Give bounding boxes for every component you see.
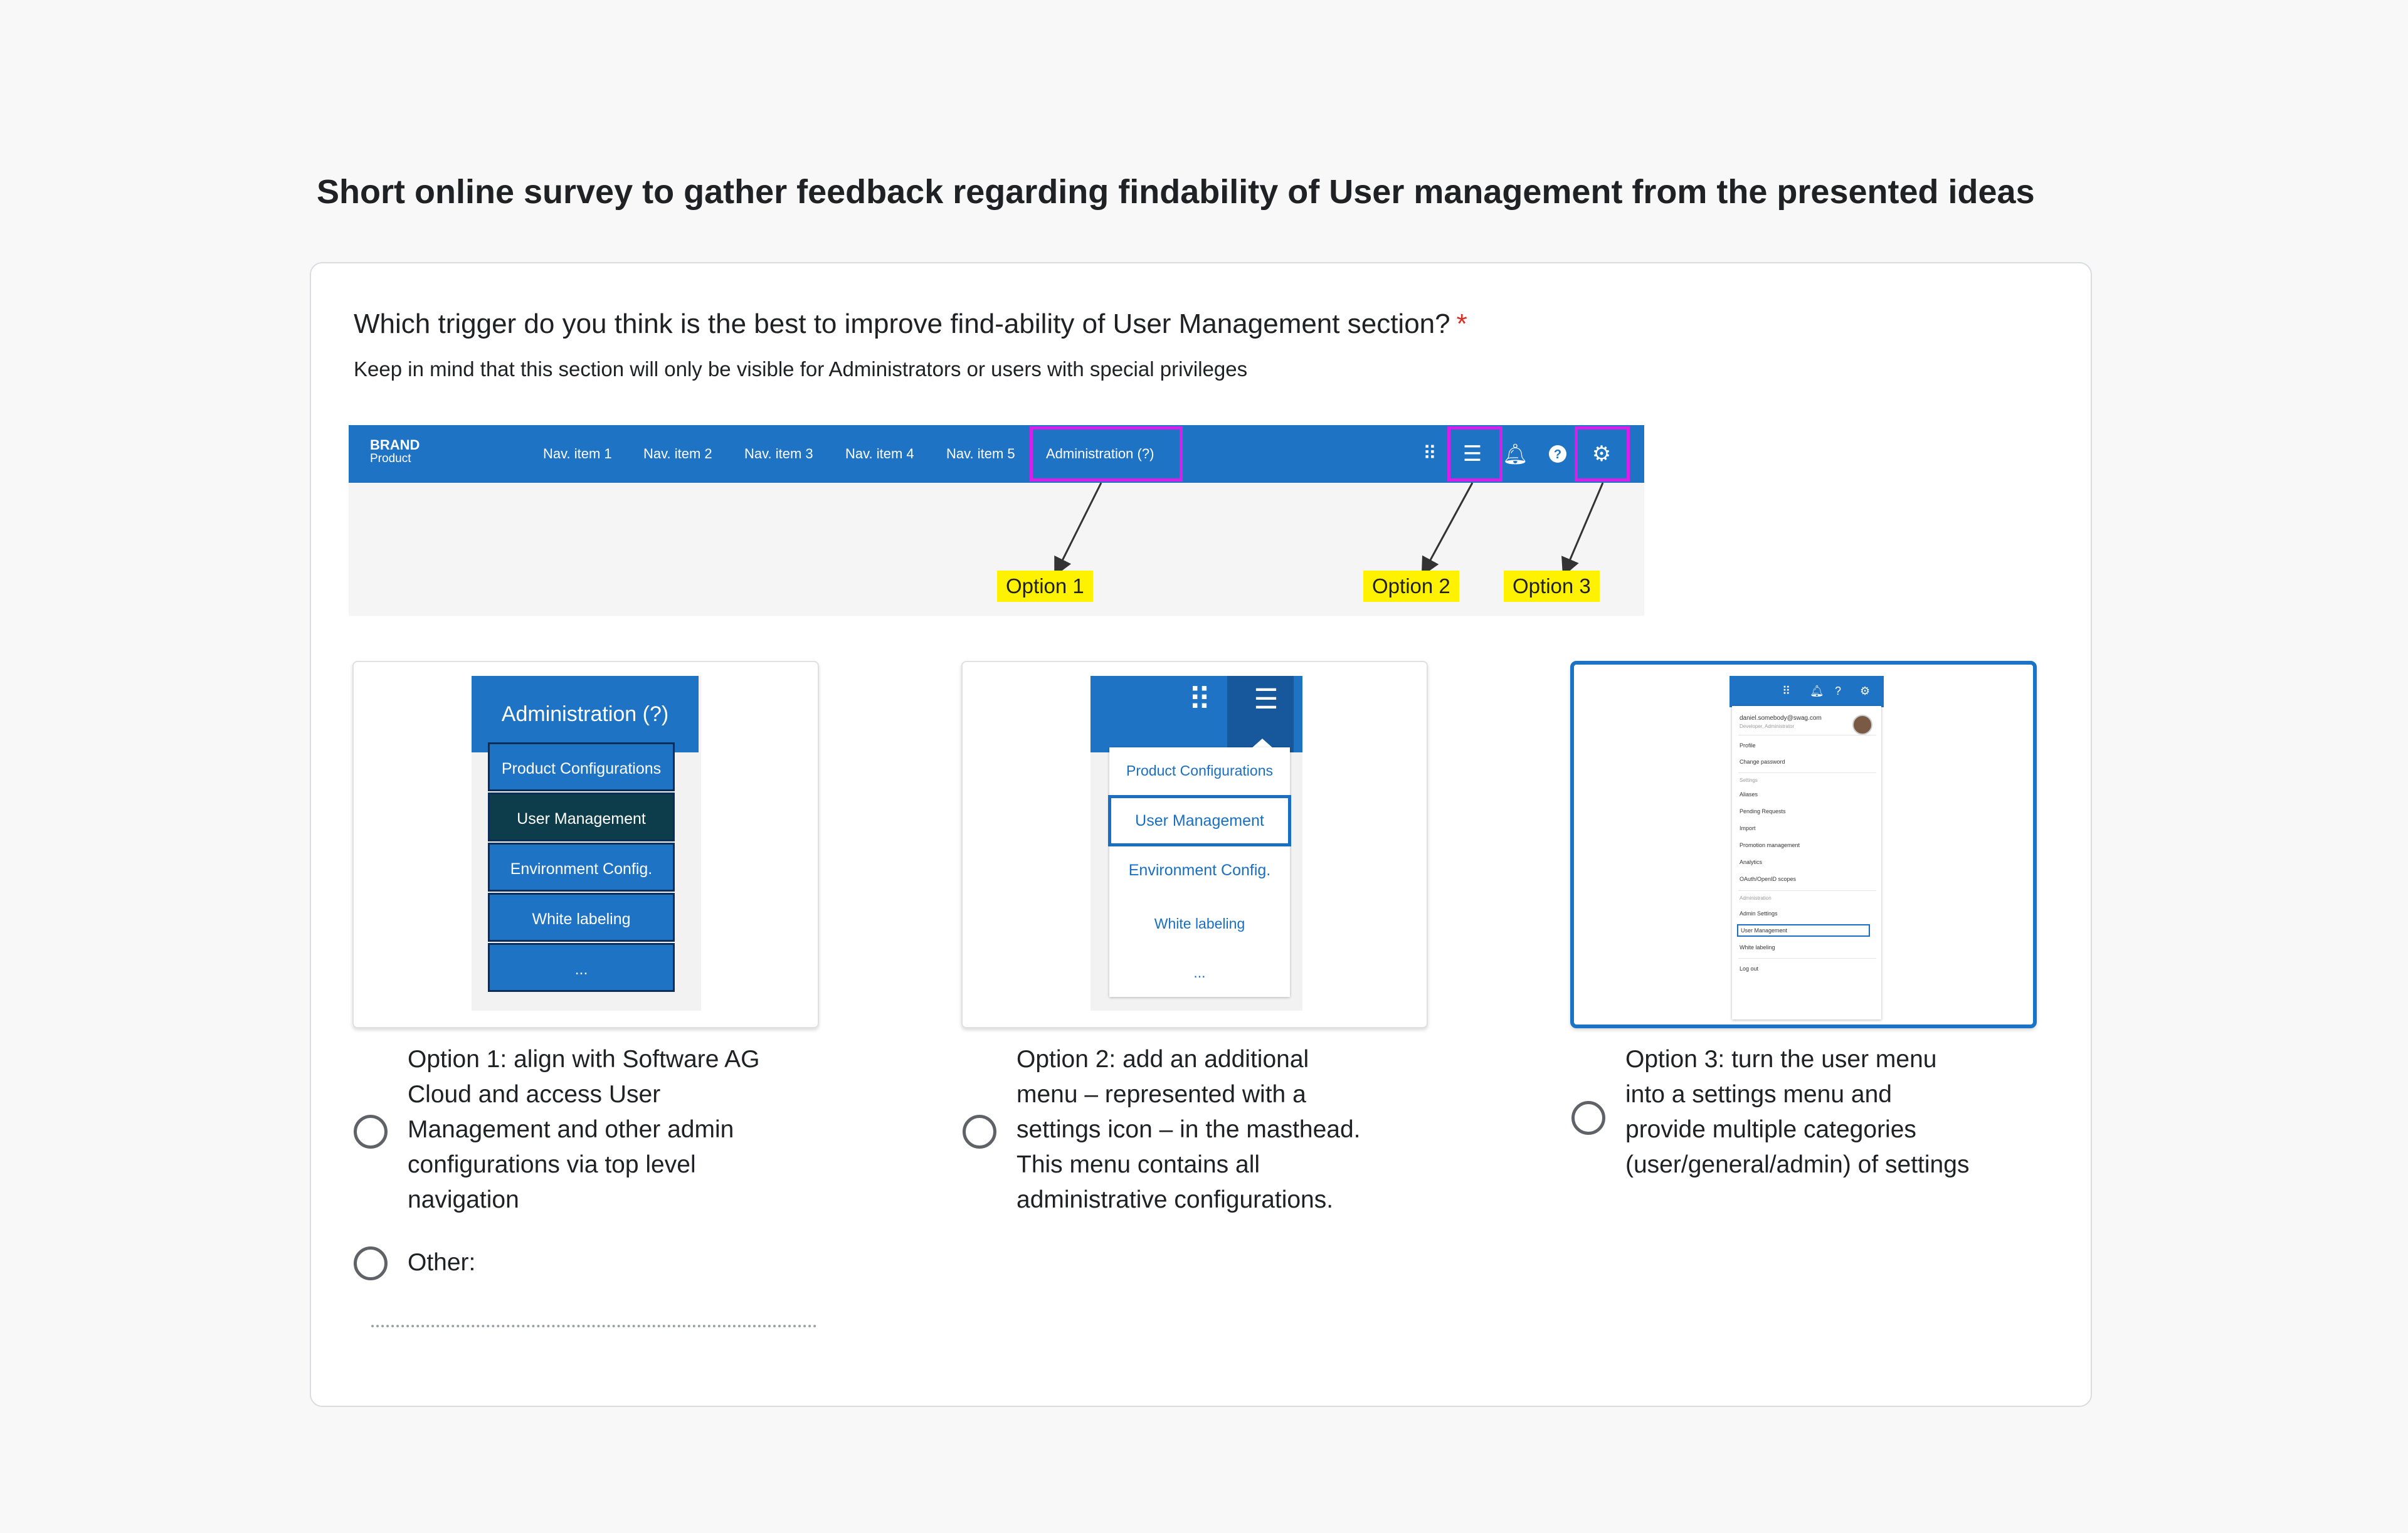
settings-sliders-icon: ☰ (1254, 684, 1279, 715)
section-caption-administration: Administration (1740, 895, 1772, 901)
menu-item-change-password: Change password (1740, 759, 1785, 765)
menu-item-aliases: Aliases (1740, 791, 1758, 798)
menu-item-environment-config: Environment Config. (1128, 861, 1271, 879)
menu-item-more: ... (488, 943, 675, 992)
other-text-input[interactable] (371, 1325, 816, 1327)
menu-item-user-management: User Management (1108, 795, 1291, 846)
callout-option-1: Option 1 (997, 571, 1093, 602)
menu-item-environment-config: Environment Config. (488, 843, 675, 892)
menu-item-pending-requests: Pending Requests (1740, 808, 1786, 814)
gear-icon: ⚙ (1860, 685, 1871, 697)
settings-dropdown (1109, 747, 1290, 997)
radio-option-1[interactable] (354, 1115, 388, 1149)
menu-item-log-out: Log out (1740, 966, 1759, 972)
apps-grid-icon: ⠿ (1188, 682, 1212, 717)
option-1-image[interactable]: Administration (?) Product Configuration… (352, 661, 819, 1028)
nav-item-3: Nav. item 3 (744, 446, 813, 461)
menu-item-admin-settings: Admin Settings (1740, 910, 1778, 917)
callout-option-2: Option 2 (1363, 571, 1459, 602)
question-description: Keep in mind that this section will only… (354, 357, 1248, 381)
menu-item-more: ... (1193, 964, 1206, 981)
radio-option-2[interactable] (963, 1115, 996, 1149)
menu-item-profile: Profile (1740, 742, 1756, 749)
masthead-preview: ⠿ 🔔︎ ? ⚙ (1729, 676, 1884, 707)
gear-icon: ⚙ (1592, 442, 1612, 466)
nav-item-2: Nav. item 2 (643, 446, 712, 461)
highlight-option-3 (1575, 426, 1630, 482)
question-text: Which trigger do you think is the best t… (354, 308, 1450, 339)
settings-sliders-icon: ☰ (1462, 442, 1482, 466)
menu-item-analytics: Analytics (1740, 859, 1763, 865)
divider (1738, 890, 1876, 891)
help-icon: ? (1835, 685, 1842, 697)
menu-item-user-management: User Management (488, 793, 675, 841)
avatar (1852, 715, 1872, 735)
bell-icon: 🔔︎ (1810, 685, 1824, 697)
question-title: Which trigger do you think is the best t… (354, 308, 1467, 340)
question-card: Which trigger do you think is the best t… (310, 262, 2092, 1407)
user-role: Developer, Administrator (1740, 724, 1795, 729)
menu-item-white-labeling: White labeling (1740, 944, 1775, 951)
option-1-label[interactable]: Option 1: align with Software AG Cloud a… (408, 1046, 760, 1213)
nav-item-1: Nav. item 1 (543, 446, 612, 461)
menu-item-product-configurations: Product Configurations (1126, 762, 1273, 779)
required-mark: * (1456, 308, 1467, 339)
option-3-label[interactable]: Option 3: turn the user menu into a sett… (1625, 1046, 1970, 1178)
callout-option-3: Option 3 (1504, 571, 1600, 602)
option-3-image[interactable]: ⠿ 🔔︎ ? ⚙ daniel.somebody@swag.com Develo… (1570, 661, 2037, 1028)
divider (1738, 958, 1876, 959)
radio-other[interactable] (354, 1246, 388, 1280)
apps-grid-icon: ⠿ (1423, 443, 1437, 464)
menu-item-import: Import (1740, 825, 1756, 831)
section-caption-settings: Settings (1740, 777, 1758, 783)
highlight-option-2 (1447, 426, 1502, 482)
menu-item-promotion-management: Promotion management (1740, 842, 1800, 848)
other-label[interactable]: Other: (408, 1249, 476, 1276)
highlight-option-1 (1030, 426, 1183, 482)
menu-item-product-configurations: Product Configurations (488, 742, 675, 791)
administration-menu-header: Administration (?) (472, 676, 699, 752)
nav-item-administration: Administration (?) (1046, 446, 1154, 461)
help-icon: ? (1545, 441, 1570, 466)
user-settings-menu (1732, 706, 1881, 1019)
menu-item-white-labeling: White labeling (1154, 915, 1245, 932)
menu-item-user-management: User Management (1737, 924, 1870, 937)
divider (1738, 772, 1876, 773)
apps-grid-icon: ⠿ (1782, 685, 1791, 697)
option-2-image[interactable]: ⠿ ☰ Product Configurations User Manageme… (961, 661, 1428, 1028)
nav-item-5: Nav. item 5 (946, 446, 1015, 461)
svg-text:?: ? (1554, 448, 1561, 461)
page-title: Short online survey to gather feedback r… (317, 173, 2035, 211)
nav-item-4: Nav. item 4 (845, 446, 914, 461)
bell-icon: 🔔︎ (1502, 443, 1528, 465)
user-email: daniel.somebody@swag.com (1740, 715, 1822, 722)
brand-product: Product (370, 452, 411, 465)
menu-caret (1251, 739, 1274, 749)
brand-logo: BRAND Product (370, 438, 420, 465)
brand-name: BRAND (370, 437, 420, 453)
callout-arrows (1054, 482, 1604, 577)
masthead-illustration: BRAND Product Nav. item 1 Nav. item 2 Na… (349, 425, 1644, 616)
masthead-bar: BRAND Product Nav. item 1 Nav. item 2 Na… (349, 425, 1644, 483)
menu-item-white-labeling: White labeling (488, 893, 675, 942)
menu-item-oauth-scopes: OAuth/OpenID scopes (1740, 876, 1797, 882)
option-2-label[interactable]: Option 2: add an additional menu – repre… (1017, 1046, 1361, 1213)
radio-option-3[interactable] (1571, 1101, 1605, 1135)
